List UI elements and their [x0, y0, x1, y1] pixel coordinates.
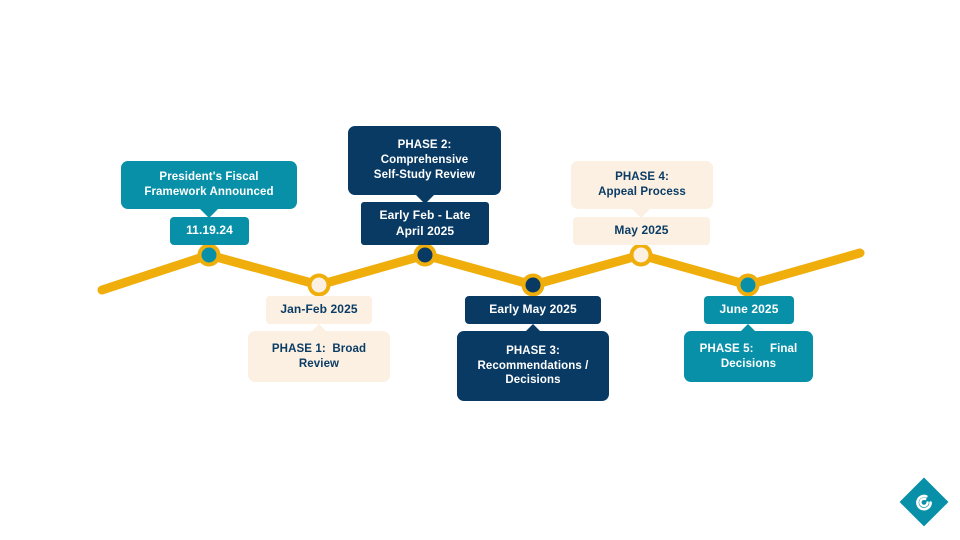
milestone-6-title-pointer — [739, 324, 757, 333]
milestone-2-title-pointer — [310, 324, 328, 333]
milestone-5-title-pointer — [632, 209, 650, 218]
milestone-1-date-card[interactable]: 11.19.24 — [170, 217, 249, 245]
timeline-node-3[interactable] — [413, 243, 437, 267]
milestone-3-date-card[interactable]: Early Feb - Late April 2025 — [361, 202, 489, 245]
milestone-4-title-card[interactable]: PHASE 3: Recommendations / Decisions — [457, 331, 609, 401]
milestone-4-date-card[interactable]: Early May 2025 — [465, 296, 601, 324]
milestone-6-title-card[interactable]: PHASE 5: Final Decisions — [684, 331, 813, 382]
milestone-5-title-card[interactable]: PHASE 4: Appeal Process — [571, 161, 713, 209]
timeline-node-2[interactable] — [307, 273, 331, 297]
milestone-1-title-pointer — [200, 209, 218, 218]
milestone-6-date-card[interactable]: June 2025 — [704, 296, 794, 324]
timeline-node-1[interactable] — [197, 243, 221, 267]
milestone-3-title-card[interactable]: PHASE 2: Comprehensive Self-Study Review — [348, 126, 501, 195]
milestone-2-date-card[interactable]: Jan-Feb 2025 — [266, 296, 372, 324]
timeline-node-6[interactable] — [736, 273, 760, 297]
timeline-node-4[interactable] — [521, 273, 545, 297]
milestone-3-title-pointer — [416, 195, 434, 204]
milestone-2-title-card[interactable]: PHASE 1: Broad Review — [248, 331, 390, 382]
timeline-zigzag-line — [97, 248, 865, 295]
milestone-4-title-pointer — [524, 324, 542, 333]
milestone-5-date-card[interactable]: May 2025 — [573, 217, 710, 245]
milestone-1-title-card[interactable]: President's Fiscal Framework Announced — [121, 161, 297, 209]
spiral-diamond-logo — [899, 477, 949, 527]
timeline-node-5[interactable] — [629, 243, 653, 267]
